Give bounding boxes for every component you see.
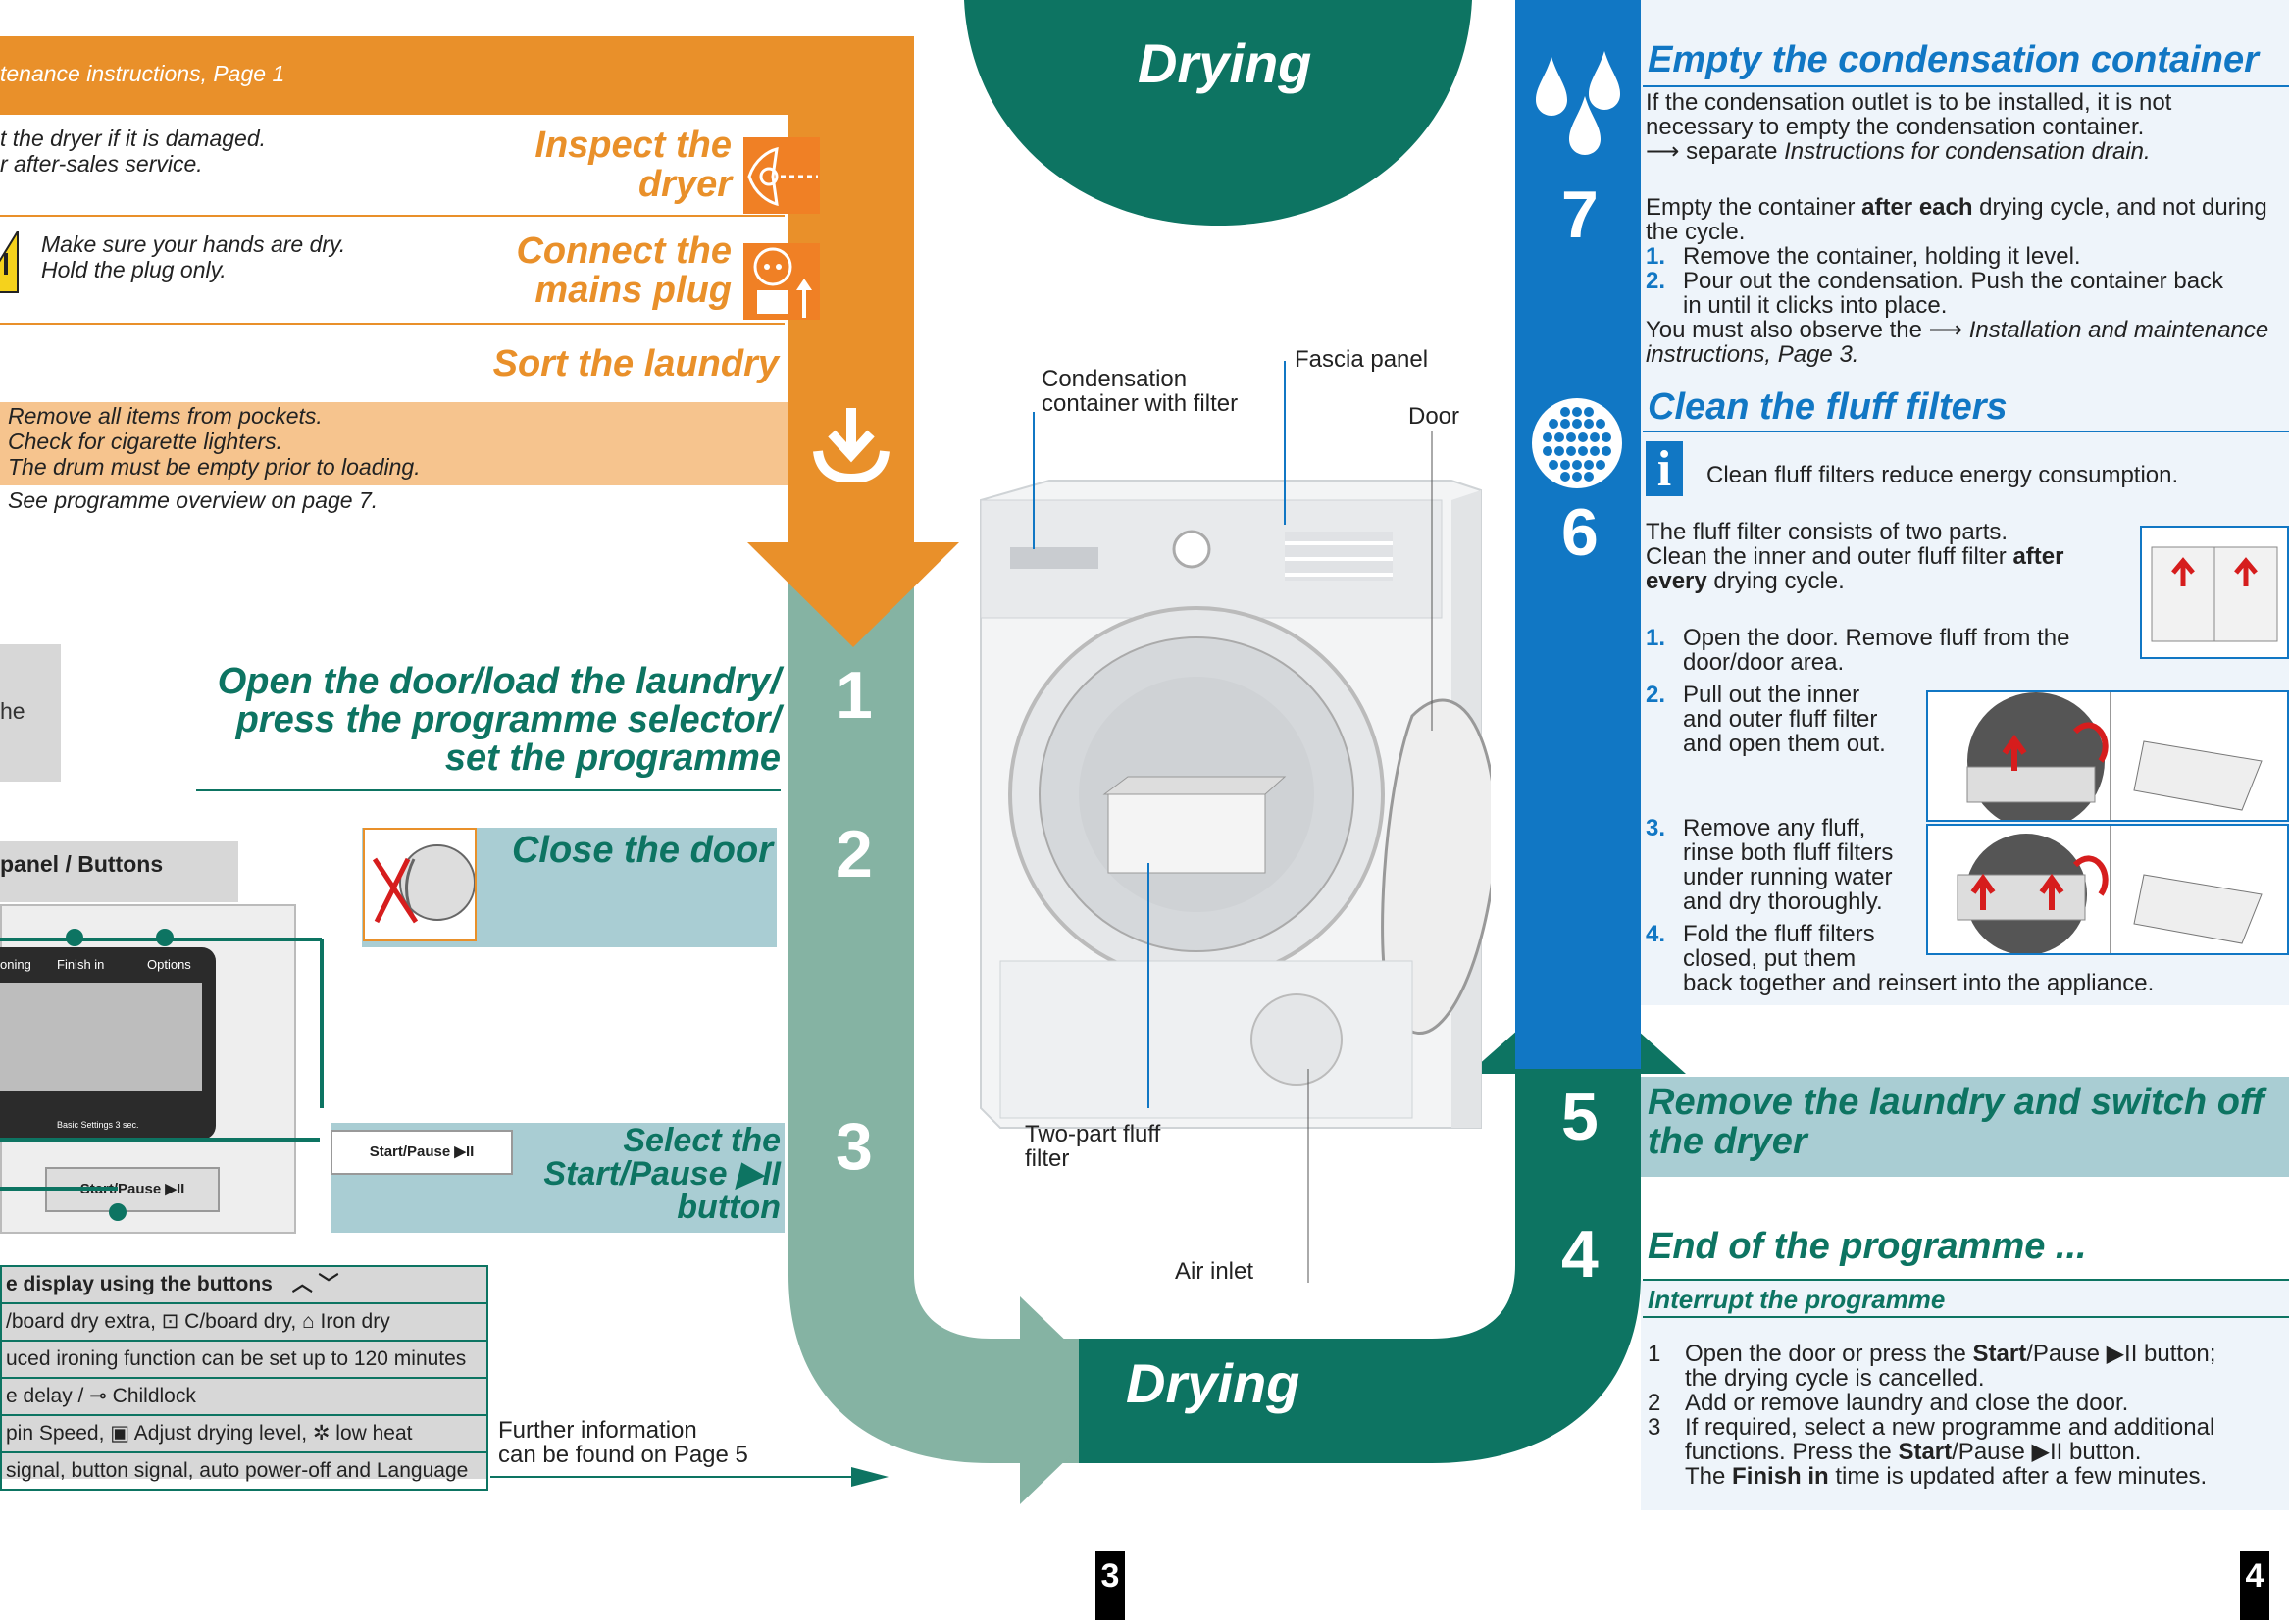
fluff-step-2: 2.Pull out the inner and outer fluff fil… [1646, 682, 1886, 757]
sort-laundry-highlight [0, 402, 788, 485]
fluff-step-4: 4.Fold the fluff filters closed, put the… [1646, 921, 2155, 996]
pull-out-filter-image [1926, 690, 2289, 830]
lcd-display: oning Finish in Options Basic Settings 3… [0, 947, 216, 1140]
panel-connector-lines [0, 929, 324, 1221]
display-settings-table: e display using the buttons ︿ ﹀ /board d… [0, 1265, 488, 1491]
page-number-right: 4 [2240, 1551, 2269, 1620]
close-door-title: Close the door [511, 830, 773, 871]
top-drying-semicircle [964, 0, 1472, 226]
panel-buttons-tab: panel / Buttons [0, 851, 164, 877]
step-3-number: 3 [836, 1109, 873, 1184]
sort-lines: Remove all items from pockets.Check for … [8, 403, 421, 480]
step-4-number: 4 [1561, 1217, 1599, 1292]
empty-container-title: Empty the condensation container [1648, 39, 2259, 80]
fluff-info-text: Clean fluff filters reduce energy consum… [1706, 462, 2179, 488]
bottom-drying-title: Drying [1126, 1352, 1300, 1414]
table-row: e delay / ⊸ Childlock [2, 1379, 486, 1416]
step-1-number: 1 [836, 658, 873, 733]
grey-box [0, 644, 61, 782]
label-door: Door [1408, 403, 1460, 430]
fluff-filter-icon [1532, 398, 1622, 488]
blue-vertical-band [1515, 0, 1641, 1069]
info-icon: i [1646, 441, 1683, 497]
top-drying-title: Drying [1138, 32, 1312, 94]
mains-plug-icon [743, 243, 820, 320]
left-header-text: tenance instructions, Page 1 [0, 61, 285, 86]
table-row: /board dry extra, ⊡ C/board dry, ⌂ Iron … [2, 1304, 486, 1342]
panel-tab-bg [0, 841, 238, 902]
orange-header-band [0, 36, 914, 115]
end-programme-title: End of the programme ... [1648, 1226, 2087, 1267]
sage-u-band [788, 544, 1079, 1463]
interrupt-panel [1641, 1280, 2289, 1510]
label-fascia-panel: Fascia panel [1295, 346, 1429, 373]
mini-start-pause-button[interactable]: Start/Pause ▶II [331, 1130, 513, 1175]
inspect-text: t the dryer if it is damaged.r after-sal… [0, 126, 267, 177]
fluff-step-3: 3.Remove any fluff, rinse both fluff fil… [1646, 815, 1894, 915]
load-down-icon [810, 400, 892, 487]
page-number-left: 3 [1095, 1551, 1125, 1620]
fluff-title: Clean the fluff filters [1648, 386, 2008, 428]
fluff-step-1: 1.Open the door. Remove fluff from the d… [1646, 625, 2070, 676]
table-row: uced ironing function can be set up to 1… [2, 1342, 486, 1379]
display-table-bg [0, 1265, 488, 1479]
empty-container-panel [1641, 0, 2289, 378]
step-7-number: 7 [1561, 178, 1599, 252]
step-5-number: 5 [1561, 1080, 1599, 1154]
fluff-filter-parts-image [2140, 526, 2289, 659]
panel-start-pause-button[interactable]: Start/Pause ▶II [45, 1167, 220, 1212]
interrupt-subtitle: Interrupt the programme [1648, 1285, 1946, 1314]
connect-text: Make sure your hands are dry.Hold the pl… [41, 231, 346, 282]
rinse-filter-image [1926, 824, 2289, 955]
eye-inspect-icon [743, 137, 820, 214]
orange-arrow-head [747, 542, 959, 647]
grey-box-text: he [0, 698, 25, 724]
fluff-text: The fluff filter consists of two parts. … [1646, 519, 2064, 594]
label-air-inlet: Air inlet [1175, 1258, 1254, 1285]
green-bottom-band [1079, 1064, 1641, 1463]
sort-title: Sort the laundry [492, 343, 779, 384]
sort-note: See programme overview on page 7. [8, 487, 379, 513]
dryer-illustration [980, 480, 1491, 1129]
close-door-image [363, 828, 477, 941]
water-drops-icon [1536, 51, 1620, 155]
step-6-number: 6 [1561, 495, 1599, 570]
remove-laundry-panel [1641, 1077, 2289, 1177]
empty-container-text: If the condensation outlet is to be inst… [1646, 89, 2269, 368]
table-row: signal, button signal, auto power-off an… [6, 1459, 469, 1482]
open-door-title: Open the door/load the laundry/press the… [217, 661, 781, 779]
up-down-arrows-icon: ︿ ﹀ [291, 1273, 339, 1295]
step-2-number: 2 [836, 817, 873, 891]
display-table-header: e display using the buttons ︿ ﹀ [2, 1267, 486, 1304]
table-row: pin Speed, ▣ Adjust drying level, ✲ low … [2, 1416, 486, 1453]
sage-arrow-head [1020, 1296, 1128, 1504]
warning-icon [0, 228, 25, 305]
